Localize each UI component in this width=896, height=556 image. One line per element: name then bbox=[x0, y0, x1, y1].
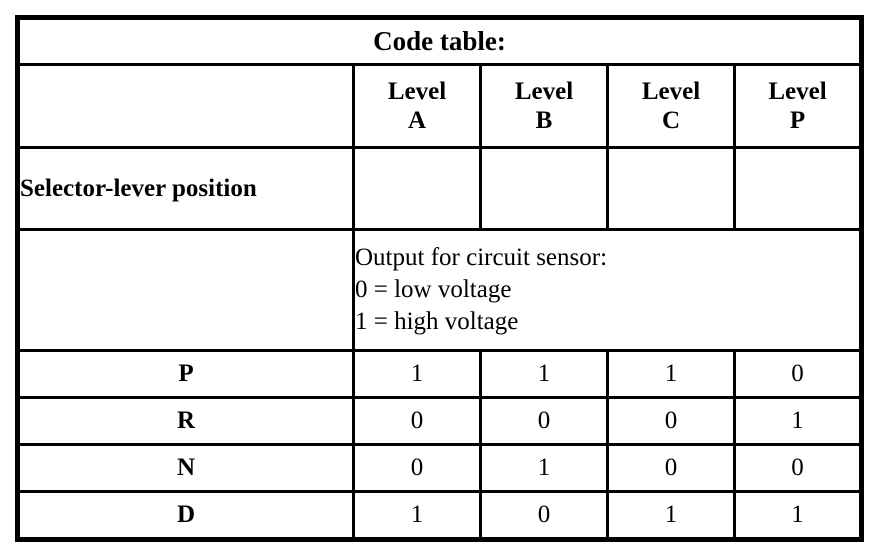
header-blank-cell bbox=[16, 63, 355, 149]
column-header-level-c-line1: Level bbox=[641, 77, 701, 105]
column-header-level-p-line1: Level bbox=[768, 77, 827, 105]
table-title-row: Code table: bbox=[16, 16, 863, 66]
cell-p-level-c: 1 bbox=[606, 349, 736, 399]
column-header-level-c: Level C bbox=[606, 63, 736, 149]
cell-r-level-p: 1 bbox=[733, 396, 863, 446]
column-header-level-a: Level A bbox=[352, 63, 482, 149]
row-label-n: N bbox=[16, 443, 355, 493]
column-header-level-a-line2: A bbox=[407, 107, 427, 134]
legend-line-zero: 0 = low voltage bbox=[355, 276, 512, 303]
selector-blank-cell-p bbox=[733, 146, 863, 231]
legend-row: Output for circuit sensor: 0 = low volta… bbox=[16, 228, 863, 352]
cell-r-level-b: 0 bbox=[479, 396, 609, 446]
column-header-level-a-line1: Level bbox=[387, 77, 447, 105]
table-row: N 0 1 0 0 bbox=[16, 443, 863, 493]
cell-r-level-c: 0 bbox=[606, 396, 736, 446]
cell-n-level-a: 0 bbox=[352, 443, 482, 493]
cell-p-level-b: 1 bbox=[479, 349, 609, 399]
cell-d-level-p: 1 bbox=[733, 490, 863, 541]
column-header-level-b-line1: Level bbox=[514, 77, 574, 105]
selector-blank-cell-a bbox=[352, 146, 482, 231]
cell-d-level-b: 0 bbox=[479, 490, 609, 541]
table-row: D 1 0 1 1 bbox=[16, 490, 863, 541]
cell-p-level-p: 0 bbox=[733, 349, 863, 399]
code-table: Code table: Level A Level B Level C bbox=[15, 15, 864, 542]
row-label-r: R bbox=[16, 396, 355, 446]
column-header-level-c-line2: C bbox=[661, 107, 681, 134]
selector-blank-cell-b bbox=[479, 146, 609, 231]
selector-blank-cell-c bbox=[606, 146, 736, 231]
cell-n-level-c: 0 bbox=[606, 443, 736, 493]
output-legend: Output for circuit sensor: 0 = low volta… bbox=[352, 228, 863, 352]
cell-d-level-c: 1 bbox=[606, 490, 736, 541]
cell-p-level-a: 1 bbox=[352, 349, 482, 399]
row-label-d: D bbox=[16, 490, 355, 541]
row-label-p: P bbox=[16, 349, 355, 399]
column-header-level-p: Level P bbox=[733, 63, 863, 149]
cell-n-level-b: 1 bbox=[479, 443, 609, 493]
selector-lever-row: Selector-lever position bbox=[16, 146, 863, 231]
cell-n-level-p: 0 bbox=[733, 443, 863, 493]
table-row: P 1 1 1 0 bbox=[16, 349, 863, 399]
row-group-label: Selector-lever position bbox=[16, 146, 355, 231]
table-title: Code table: bbox=[16, 16, 863, 66]
cell-r-level-a: 0 bbox=[352, 396, 482, 446]
legend-blank-cell bbox=[16, 228, 355, 352]
column-header-level-b: Level B bbox=[479, 63, 609, 149]
cell-d-level-a: 1 bbox=[352, 490, 482, 541]
column-header-level-p-line2: P bbox=[789, 107, 806, 134]
column-header-level-b-line2: B bbox=[535, 107, 553, 134]
table-row: R 0 0 0 1 bbox=[16, 396, 863, 446]
legend-heading: Output for circuit sensor: bbox=[355, 244, 608, 271]
legend-line-one: 1 = high voltage bbox=[355, 308, 519, 335]
table-header-row: Level A Level B Level C Level P bbox=[16, 63, 863, 149]
